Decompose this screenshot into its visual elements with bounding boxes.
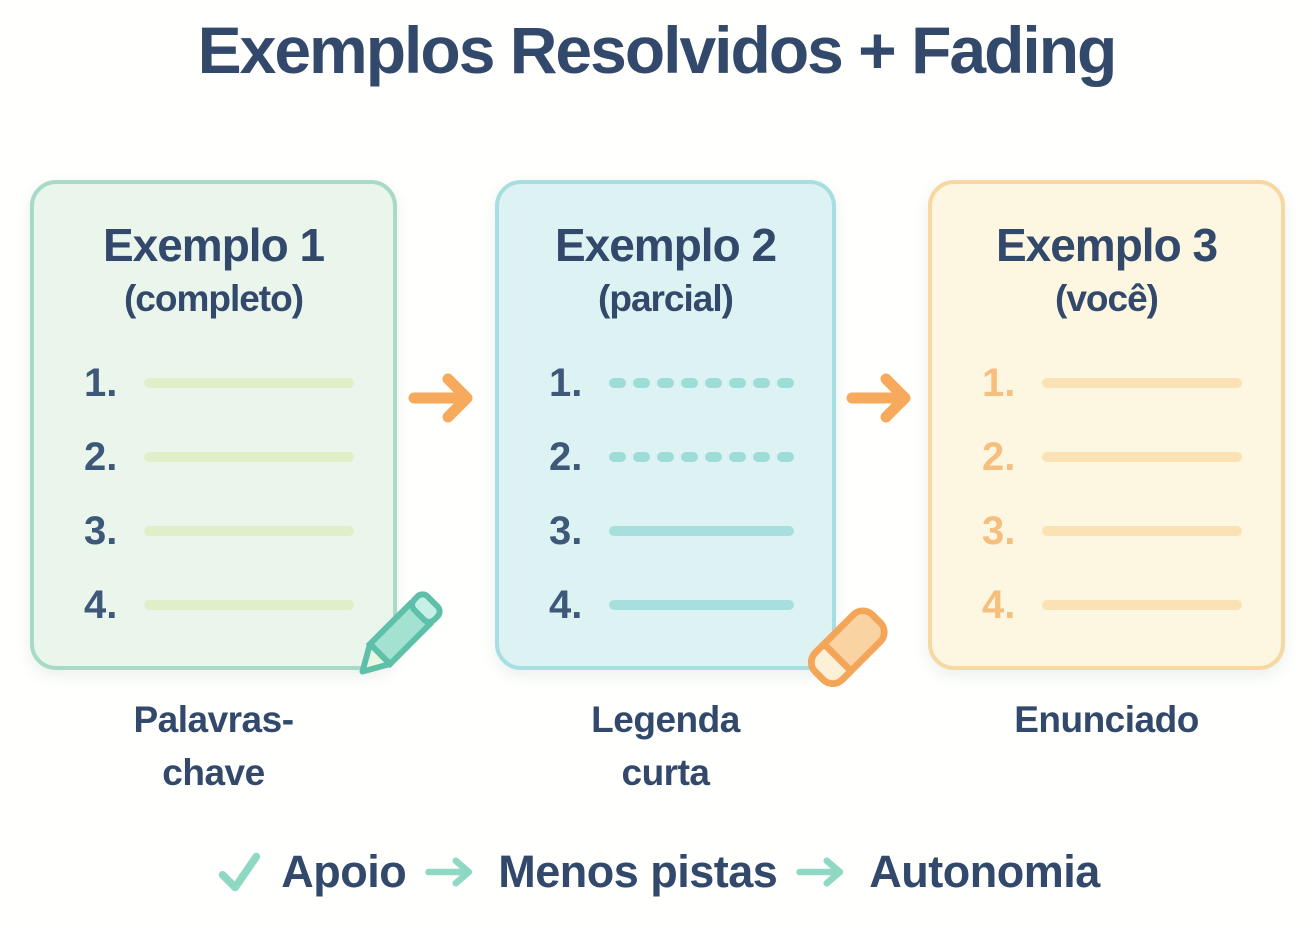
list-item: 3. xyxy=(84,508,393,554)
content-line xyxy=(1042,600,1242,610)
list-item: 2. xyxy=(549,434,832,480)
arrow-right-icon xyxy=(408,373,473,423)
card-2-heading: Exemplo 2 xyxy=(554,219,777,271)
content-line xyxy=(1042,452,1242,462)
item-number: 4. xyxy=(84,582,118,627)
pencil-icon xyxy=(359,591,443,675)
list-item: 1. xyxy=(982,360,1281,406)
caption-card-2: Legenda curta xyxy=(495,694,836,799)
card-1-heading: Exemplo 1 xyxy=(102,219,325,271)
list-item: 4. xyxy=(84,582,393,628)
caption-line: Enunciado xyxy=(1014,699,1199,740)
content-line xyxy=(1042,378,1242,388)
list-item: 3. xyxy=(982,508,1281,554)
item-number: 3. xyxy=(549,508,583,553)
list-item: 4. xyxy=(549,582,832,628)
item-number: 2. xyxy=(549,434,583,479)
item-number: 4. xyxy=(982,582,1016,627)
card-1-subheading: (completo) xyxy=(123,278,304,319)
footer-step: Autonomia xyxy=(869,846,1100,897)
content-line xyxy=(1042,526,1242,536)
footer-step: Apoio xyxy=(281,846,407,897)
content-line xyxy=(609,600,794,610)
caption-line: curta xyxy=(621,751,710,793)
item-number: 1. xyxy=(84,360,118,405)
arrow-right-icon xyxy=(846,373,911,423)
item-number: 2. xyxy=(982,434,1016,479)
content-line xyxy=(609,526,794,536)
page-title: Exemplos Resolvidos + Fading xyxy=(197,13,1118,87)
content-line xyxy=(144,378,354,388)
item-number: 1. xyxy=(549,360,583,405)
item-number: 3. xyxy=(84,508,118,553)
card-2-list: 1. 2. 3. 4. xyxy=(549,360,832,628)
list-item: 1. xyxy=(549,360,832,406)
item-number: 4. xyxy=(549,582,583,627)
progression-footer: Apoio Menos pistas Autonomia xyxy=(0,846,1313,898)
check-icon xyxy=(219,852,261,892)
content-line xyxy=(144,452,354,462)
dashed-line xyxy=(609,452,794,462)
list-item: 4. xyxy=(982,582,1281,628)
caption-line: Legenda xyxy=(591,699,740,740)
arrow-right-icon xyxy=(425,857,473,887)
item-number: 1. xyxy=(982,360,1016,405)
list-item: 1. xyxy=(84,360,393,406)
card-exemplo-3: Exemplo 3 (você) 1. 2. 3. 4. xyxy=(928,180,1285,670)
card-3-heading: Exemplo 3 xyxy=(995,219,1218,271)
card-exemplo-1: Exemplo 1 (completo) 1. 2. 3. 4. xyxy=(30,180,397,670)
item-number: 2. xyxy=(84,434,118,479)
caption-line: chave xyxy=(162,751,265,793)
dashed-line xyxy=(609,378,794,388)
card-1-list: 1. 2. 3. 4. xyxy=(84,360,393,628)
list-item: 3. xyxy=(549,508,832,554)
caption-card-3: Enunciado xyxy=(928,694,1285,747)
card-3-list: 1. 2. 3. 4. xyxy=(982,360,1281,628)
footer-step: Menos pistas xyxy=(498,846,778,897)
arrow-right-icon xyxy=(796,857,844,887)
item-number: 3. xyxy=(982,508,1016,553)
content-line xyxy=(144,600,354,610)
card-2-subheading: (parcial) xyxy=(598,278,734,319)
card-3-subheading: (você) xyxy=(1055,278,1159,319)
card-exemplo-2: Exemplo 2 (parcial) 1. 2. 3. 4. xyxy=(495,180,836,670)
content-line xyxy=(144,526,354,536)
caption-card-1: Palavras-chave xyxy=(30,694,397,799)
list-item: 2. xyxy=(84,434,393,480)
caption-line: Palavras- xyxy=(133,699,294,740)
eraser-icon xyxy=(808,607,888,687)
list-item: 2. xyxy=(982,434,1281,480)
